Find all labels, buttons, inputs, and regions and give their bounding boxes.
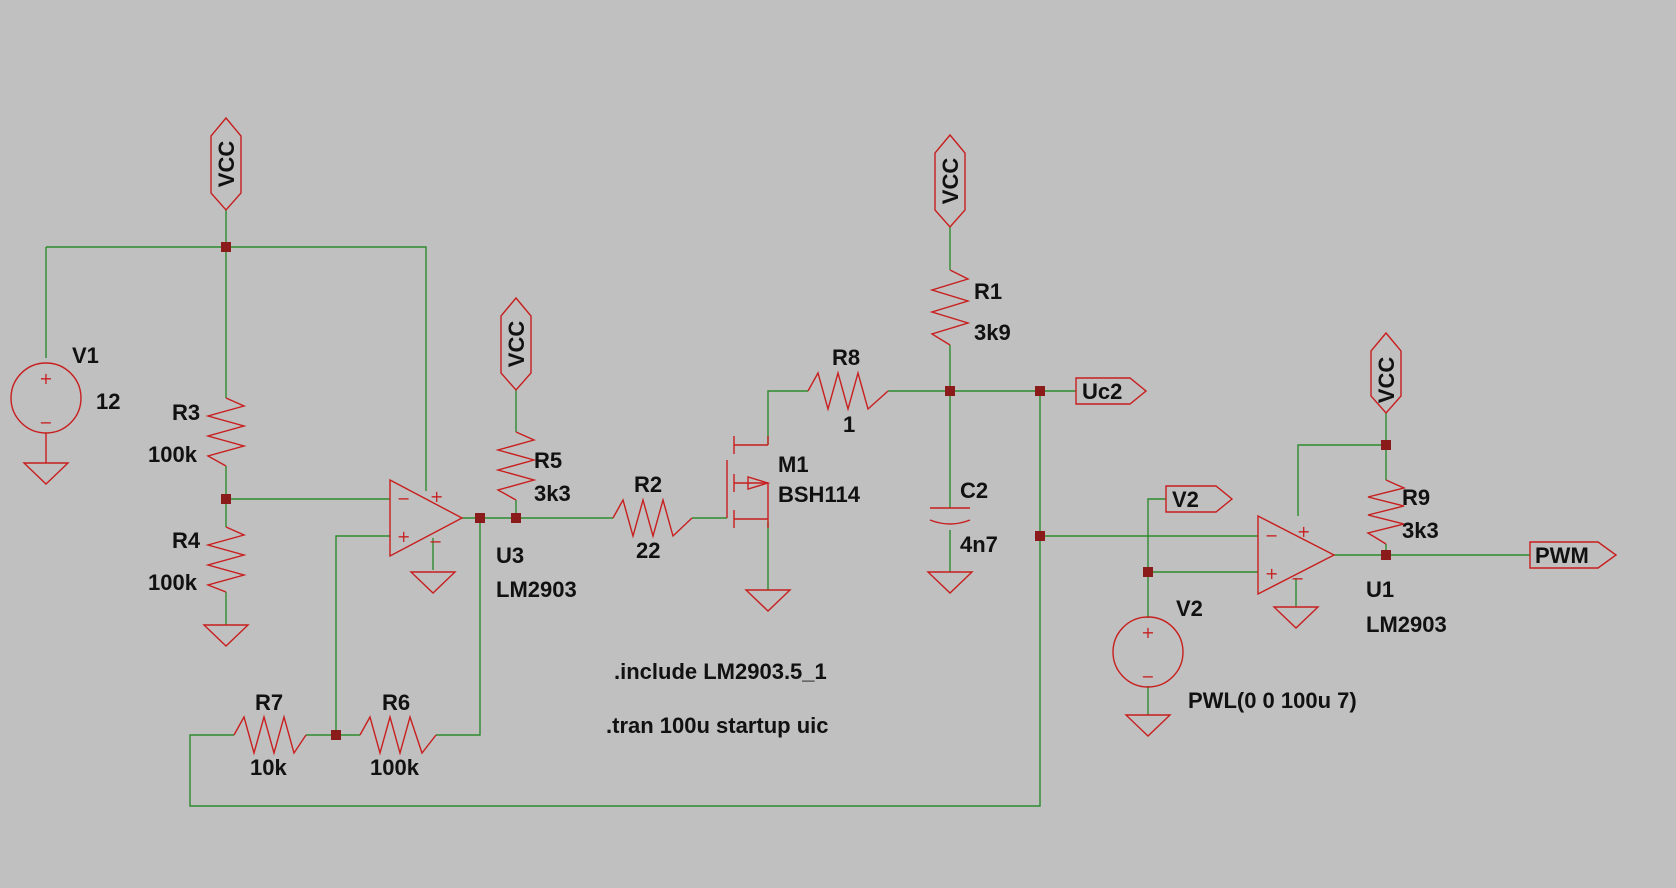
- v2-net-label: V2: [1172, 487, 1199, 512]
- resistor-r1: [929, 269, 971, 346]
- voltage-source-v1: + −: [10, 362, 82, 485]
- plus-sign: +: [1141, 623, 1154, 642]
- vcc-label: VCC: [214, 141, 239, 188]
- tran-directive: .tran 100u startup uic: [606, 713, 829, 738]
- comparator-u3: − + + −: [389, 478, 464, 558]
- resistor-r4: [205, 526, 247, 593]
- junction: [511, 513, 521, 523]
- v2-name: V2: [1176, 596, 1203, 621]
- wire: [436, 518, 481, 736]
- vcc-flag-4: VCC: [1370, 331, 1402, 415]
- resistor-r8: [807, 370, 889, 412]
- minus-sign: −: [1141, 667, 1154, 686]
- junction: [1035, 531, 1045, 541]
- minus-sign: −: [429, 532, 442, 551]
- r3-value: 100k: [148, 442, 198, 467]
- junction: [1381, 440, 1391, 450]
- r5-name: R5: [534, 448, 562, 473]
- v2-value: PWL(0 0 100u 7): [1188, 688, 1357, 713]
- net-label-uc2: Uc2: [1075, 377, 1148, 405]
- r9-value: 3k3: [1402, 518, 1439, 543]
- ground-symbol: [744, 589, 792, 612]
- u3-value: LM2903: [496, 577, 577, 602]
- r6-value: 100k: [370, 755, 420, 780]
- resistor-r2: [612, 497, 693, 539]
- wires: [45, 210, 1530, 807]
- r1-value: 3k9: [974, 320, 1011, 345]
- r6-name: R6: [382, 690, 410, 715]
- r8-value: 1: [843, 412, 855, 437]
- wire: [335, 535, 390, 735]
- r4-value: 100k: [148, 570, 198, 595]
- ground-symbol: [926, 571, 974, 594]
- pwm-label: PWM: [1535, 543, 1589, 568]
- ground-symbol: [1272, 606, 1320, 629]
- uc2-label: Uc2: [1082, 379, 1122, 404]
- comparator-u1: − + + −: [1257, 514, 1336, 596]
- minus-sign: −: [397, 489, 410, 508]
- wire: [1147, 498, 1166, 618]
- capacitor-c2: [929, 507, 971, 525]
- junction: [1381, 550, 1391, 560]
- plus-sign: +: [397, 527, 410, 546]
- plus-sign: +: [430, 487, 443, 506]
- v1-name: V1: [72, 343, 99, 368]
- u3-name: U3: [496, 543, 524, 568]
- r2-name: R2: [634, 472, 662, 497]
- plus-sign: +: [39, 369, 52, 388]
- junction: [221, 242, 231, 252]
- wire: [1297, 444, 1387, 516]
- minus-sign: −: [1265, 526, 1278, 545]
- r1-name: R1: [974, 279, 1002, 304]
- vcc-flag-2: VCC: [500, 296, 532, 392]
- junction: [221, 494, 231, 504]
- net-label-v2: V2: [1165, 485, 1234, 513]
- mosfet-m1: [726, 436, 771, 528]
- resistor-r3: [205, 397, 247, 467]
- wire: [46, 246, 427, 491]
- resistor-r6: [359, 714, 437, 756]
- junction: [331, 730, 341, 740]
- r5-value: 3k3: [534, 481, 571, 506]
- m1-value: BSH114: [778, 482, 861, 507]
- minus-sign: −: [39, 413, 52, 432]
- u1-value: LM2903: [1366, 612, 1447, 637]
- r7-name: R7: [255, 690, 283, 715]
- r9-name: R9: [1402, 485, 1430, 510]
- r7-value: 10k: [250, 755, 287, 780]
- ground-symbol: [409, 571, 457, 594]
- r3-name: R3: [172, 400, 200, 425]
- junction: [475, 513, 485, 523]
- m1-name: M1: [778, 452, 809, 477]
- r4-name: R4: [172, 528, 201, 553]
- wire: [189, 536, 1041, 807]
- resistor-r5: [495, 431, 537, 501]
- junction: [1035, 386, 1045, 396]
- minus-sign: −: [1291, 569, 1304, 588]
- r2-value: 22: [636, 538, 660, 563]
- ground-symbol: [202, 624, 250, 647]
- net-label-pwm: PWM: [1529, 541, 1618, 569]
- plus-sign: +: [1297, 522, 1310, 541]
- voltage-source-v2: + −: [1112, 616, 1184, 737]
- junction: [1143, 567, 1153, 577]
- vcc-label: VCC: [1374, 357, 1399, 404]
- wire: [767, 390, 808, 445]
- v1-value: 12: [96, 389, 120, 414]
- resistor-r7: [233, 714, 307, 756]
- include-directive: .include LM2903.5_1: [614, 659, 827, 684]
- c2-value: 4n7: [960, 532, 998, 557]
- vcc-flag-3: VCC: [934, 133, 966, 229]
- u1-name: U1: [1366, 577, 1394, 602]
- vcc-label: VCC: [504, 321, 529, 368]
- junctions: [221, 242, 1391, 740]
- resistor-r9: [1366, 479, 1407, 545]
- junction: [945, 386, 955, 396]
- vcc-flag-1: VCC: [210, 116, 242, 212]
- r8-name: R8: [832, 345, 860, 370]
- plus-sign: +: [1265, 564, 1278, 583]
- vcc-label: VCC: [938, 158, 963, 205]
- c2-name: C2: [960, 478, 988, 503]
